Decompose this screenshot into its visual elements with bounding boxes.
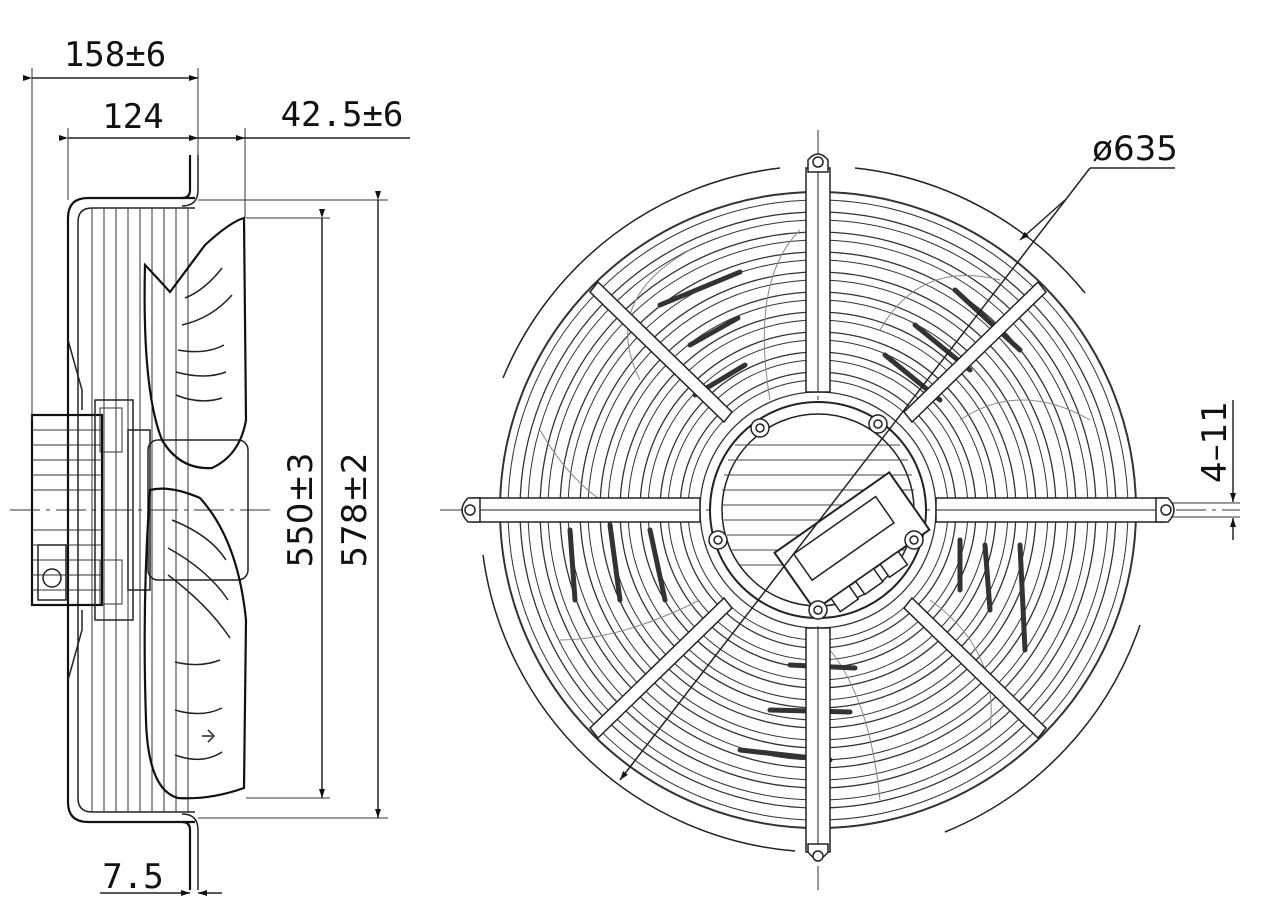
dim-guard-diameter-label: 578±2 (335, 452, 375, 567)
front-view: ø635 4–11 (440, 129, 1240, 890)
side-guard (66, 155, 199, 890)
dim-mount-circle-label: ø635 (1092, 129, 1178, 169)
terminal-box (773, 471, 931, 613)
dim-124: 124 (59, 97, 198, 200)
rotation-arrow-icon (202, 729, 216, 743)
dim-flange-label: 7.5 (102, 857, 163, 897)
dim-mount-holes-label: 4–11 (1195, 401, 1235, 483)
side-blade-upper (143, 216, 248, 470)
front-hub (708, 401, 931, 620)
dim-guard-depth-label: 124 (102, 97, 163, 137)
dim-7-5: 7.5 (100, 857, 222, 897)
dim-4-11: 4–11 (1172, 400, 1240, 540)
dim-42: 42.5±6 (189, 95, 410, 218)
front-blades (539, 229, 1091, 801)
dim-158: 158±6 (23, 35, 199, 420)
dim-overall-depth-label: 158±6 (64, 35, 166, 75)
side-motor (30, 339, 249, 681)
mount-circle (482, 167, 1141, 852)
hub-bolts (708, 414, 924, 620)
dim-blade-diameter-label: 550±3 (281, 452, 321, 567)
front-struts (461, 153, 1175, 862)
side-view: 158±6 124 42.5±6 7.5 550±3 57 (10, 35, 410, 897)
dim-578: 578±2 (198, 191, 388, 819)
dim-635: ø635 (619, 129, 1178, 781)
side-blade-lower (143, 487, 248, 800)
dim-550: 550±3 (246, 209, 330, 799)
dim-blade-offset-label: 42.5±6 (281, 95, 404, 135)
